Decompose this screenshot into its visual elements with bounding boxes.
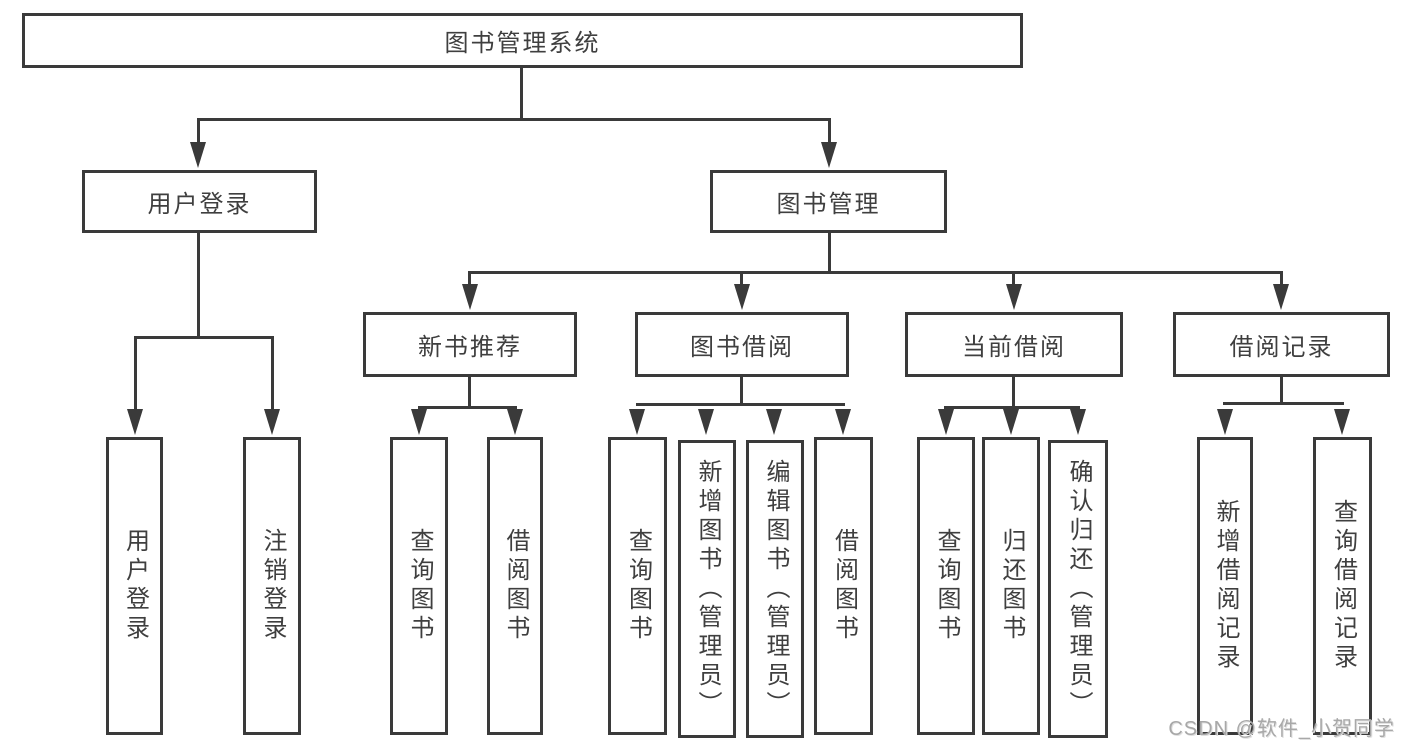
node-logout-leaf: 注销登录 [243,437,301,735]
node-current-query-books: 查询图书 [917,437,975,735]
connector-line [520,68,523,121]
connector-line [636,403,845,406]
node-recommend-borrow-books: 借阅图书 [487,437,543,735]
node-current-return-books: 归还图书 [982,437,1040,735]
connector-line [197,118,831,121]
arrow-down-icon [698,409,714,435]
arrow-down-icon [835,409,851,435]
arrow-down-icon [462,284,478,310]
arrow-down-icon [1070,409,1086,435]
arrow-down-icon [411,409,427,435]
node-new-book-recommend: 新书推荐 [363,312,577,377]
arrow-down-icon [821,142,837,168]
node-recommend-borrow-books-label: 借阅图书 [502,528,529,644]
connector-line [134,336,274,339]
node-current-query-books-label: 查询图书 [933,528,960,644]
node-current-borrowing: 当前借阅 [905,312,1123,377]
connector-line [1012,377,1015,408]
arrow-down-icon [264,409,280,435]
arrow-down-icon [629,409,645,435]
node-current-return-books-label: 归还图书 [998,528,1025,644]
node-borrowing-records-label: 借阅记录 [1229,334,1334,361]
arrow-down-icon [766,409,782,435]
connector-line [468,377,471,408]
connector-line [944,406,1080,409]
node-borrowing-edit-books: 编辑图书（管理员） [746,440,804,738]
node-borrowing-edit-books-label: 编辑图书（管理员） [762,458,789,720]
node-book-management-label: 图书管理 [776,191,881,218]
arrow-down-icon [938,409,954,435]
node-logout-leaf-label: 注销登录 [259,528,286,644]
connector-line [1223,402,1344,405]
node-user-login-label: 用户登录 [147,191,252,218]
connector-line [1280,377,1283,404]
node-borrowing-query-books-label: 查询图书 [624,528,652,644]
node-new-book-recommend-label: 新书推荐 [418,334,522,361]
arrow-down-icon [1273,284,1289,310]
csdn-watermark: CSDN @软件_小贺同学 [1168,718,1395,740]
arrow-down-icon [1217,409,1233,435]
connector-line [197,118,200,142]
node-borrowing-records: 借阅记录 [1173,312,1390,377]
node-user-login-leaf-label: 用户登录 [121,528,149,644]
connector-line [468,271,471,284]
node-book-management: 图书管理 [710,170,947,233]
node-book-borrowing: 图书借阅 [635,312,849,377]
node-borrowing-query-books: 查询图书 [608,437,667,735]
connector-line [828,233,831,273]
node-book-borrowing-label: 图书借阅 [690,334,794,361]
connector-line [740,377,743,405]
arrow-down-icon [734,284,750,310]
node-records-add-record-label: 新增借阅记录 [1212,499,1239,673]
arrow-down-icon [1003,409,1019,435]
node-current-confirm-return: 确认归还（管理员） [1048,440,1108,738]
connector-line [134,336,137,409]
node-root: 图书管理系统 [22,13,1023,68]
arrow-down-icon [127,409,143,435]
node-records-add-record: 新增借阅记录 [1197,437,1253,735]
connector-line [740,271,743,284]
node-recommend-query-books-label: 查询图书 [406,528,433,644]
arrow-down-icon [190,142,206,168]
connector-line [1012,271,1015,284]
arrow-down-icon [507,409,523,435]
connector-line [271,336,274,409]
arrow-down-icon [1334,409,1350,435]
node-recommend-query-books: 查询图书 [390,437,448,735]
node-user-login: 用户登录 [82,170,317,233]
node-root-label: 图书管理系统 [444,30,601,57]
node-borrowing-add-books: 新增图书（管理员） [678,440,736,738]
connector-line [828,118,831,142]
node-borrowing-borrow-books-label: 借阅图书 [830,528,858,644]
node-current-confirm-return-label: 确认归还（管理员） [1065,458,1092,720]
arrow-down-icon [1006,284,1022,310]
node-records-query-record: 查询借阅记录 [1313,437,1372,735]
connector-line [197,233,200,336]
node-user-login-leaf: 用户登录 [106,437,163,735]
connector-line [1280,271,1283,284]
node-records-query-record-label: 查询借阅记录 [1329,499,1357,673]
connector-line [468,271,1282,274]
node-current-borrowing-label: 当前借阅 [962,334,1066,361]
node-borrowing-borrow-books: 借阅图书 [814,437,873,735]
connector-line [418,406,517,409]
node-borrowing-add-books-label: 新增图书（管理员） [694,458,721,720]
